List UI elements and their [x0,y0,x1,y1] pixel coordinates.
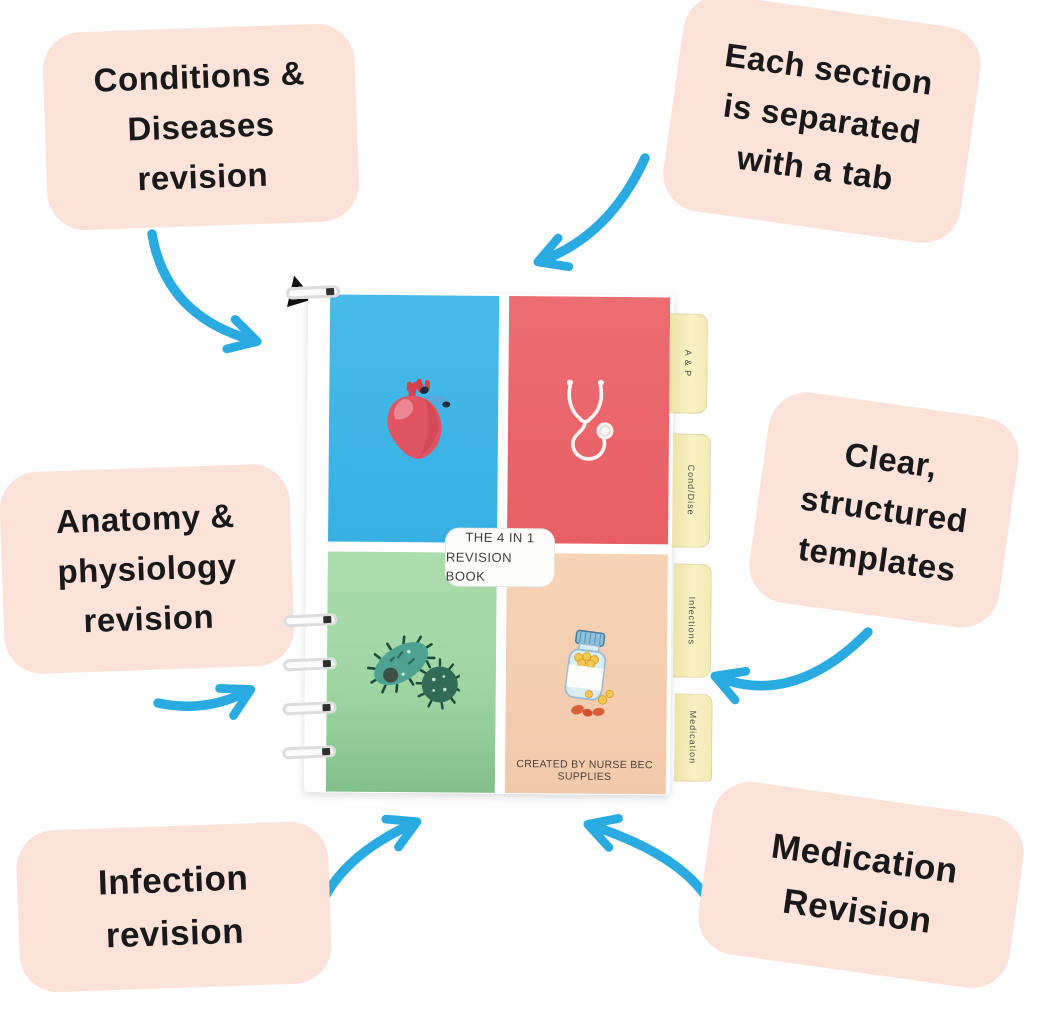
pill-bottle-icon [564,629,614,717]
callout-conditions-diseases-label: Conditions & Diseases revision [92,54,306,198]
stethoscope-icon [566,379,613,461]
spiral-coil [281,745,337,760]
conditions-arrow [147,229,262,354]
anatomical-heart-icon [386,378,450,459]
tabs-note-arrow [533,153,650,272]
callout-infection-revision: Infection revision [15,820,333,994]
tab-medication-label: Medication [687,710,699,765]
callout-medication-revision-label: Medication Revision [769,826,961,941]
quadrant-anatomy [328,294,500,543]
quadrant-infection [325,551,497,793]
book-title: THE 4 IN 1 REVISION BOOK [445,528,555,587]
book-title-line1: THE 4 IN 1 [465,529,535,546]
callout-conditions-diseases: Conditions & Diseases revision [41,22,361,232]
callout-anatomy-physiology-label: Anatomy & physiology revision [55,496,238,640]
tab-infections-label: Infections [686,596,698,645]
tab-infections: Infections [672,563,712,678]
callout-section-tabs-label: Each section is separated with a tab [721,35,936,198]
callout-infection-revision-label: Infection revision [97,858,249,956]
tab-cond-dise: Cond/Dise [671,433,711,548]
tab-medication: Medication [673,693,713,782]
callout-section-tabs: Each section is separated with a tab [658,0,986,248]
spiral-coil [282,657,338,672]
book-footer-credit: CREATED BY NURSE BEC SUPPLIES [516,758,653,783]
revision-notebook: A & P Cond/Dise Infections Medication [281,286,718,802]
tab-a-and-p: A & P [669,313,709,414]
book-cover: THE 4 IN 1 REVISION BOOK CREATED BY NURS… [325,294,671,795]
spiral-coil [285,285,341,300]
templates-arrow [710,627,873,705]
quadrant-medication [504,553,668,795]
anatomy-arrow [153,683,256,720]
spiral-coil [283,613,338,628]
callout-medication-revision: Medication Revision [693,776,1029,994]
spiral-coil [282,701,337,716]
bacteria-germs-icon [366,635,460,710]
callout-clear-templates: Clear, structured templates [744,387,1024,633]
callout-clear-templates-label: Clear, structured templates [796,434,970,589]
tab-a-and-p-label: A & P [682,349,694,378]
tab-cond-dise-label: Cond/Dise [685,465,697,517]
callout-anatomy-physiology: Anatomy & physiology revision [0,463,296,675]
book-title-line2: REVISION BOOK [445,549,513,585]
quadrant-conditions [507,296,671,545]
